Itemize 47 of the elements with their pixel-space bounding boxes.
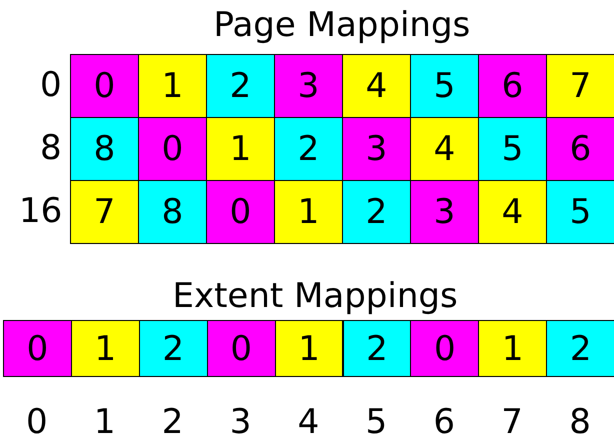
mapping-cell: 1 [138,54,207,118]
extent-index-label: 2 [162,405,184,438]
mapping-cell: 0 [206,320,276,377]
mapping-cell: 6 [478,54,547,118]
mapping-cell: 2 [342,320,412,377]
mapping-cell: 2 [138,320,208,377]
extent-index-label: 0 [26,405,48,438]
mapping-cell: 1 [274,180,343,244]
mapping-cell: 8 [138,180,207,244]
mapping-cell: 0 [138,117,207,181]
mapping-cell: 2 [342,180,411,244]
mapping-cell: 8 [70,117,139,181]
extent-index-label: 6 [433,405,456,438]
section-heading: Page Mappings [214,8,470,42]
mapping-cell: 2 [206,54,275,118]
mapping-cell: 0 [206,180,275,244]
mapping-cell: 7 [70,180,139,244]
mapping-cell: 0 [70,54,139,118]
row-offset-label: 16 [19,194,62,228]
mapping-cell: 4 [478,180,547,244]
mapping-cell: 1 [206,117,275,181]
extent-index-label: 8 [569,405,591,438]
extent-index-label: 3 [230,405,252,438]
mapping-cell: 3 [342,117,411,181]
mapping-cell: 5 [546,180,614,244]
mapping-cell: 1 [70,320,140,377]
extent-index-label: 5 [366,405,388,438]
mapping-cell: 5 [478,117,547,181]
mapping-cell: 2 [274,117,343,181]
mapping-cell: 4 [410,117,479,181]
row-offset-label: 8 [40,131,62,165]
extent-index-label: 7 [501,405,523,438]
mapping-cell: 0 [410,320,480,377]
mapping-cell: 4 [342,54,411,118]
mapping-cell: 0 [3,320,72,377]
mapping-cell: 3 [410,180,479,244]
mapping-cell: 6 [546,117,614,181]
section-heading: Extent Mappings [172,279,458,313]
mapping-cell: 7 [546,54,614,118]
mapping-cell: 2 [546,320,614,377]
row-offset-label: 0 [40,68,62,102]
mapping-cell: 1 [274,320,344,377]
mapping-cell: 5 [410,54,479,118]
extent-index-label: 1 [94,405,116,438]
mapping-cell: 1 [478,320,548,377]
extent-index-label: 4 [298,405,320,438]
mapping-cell: 3 [274,54,343,118]
